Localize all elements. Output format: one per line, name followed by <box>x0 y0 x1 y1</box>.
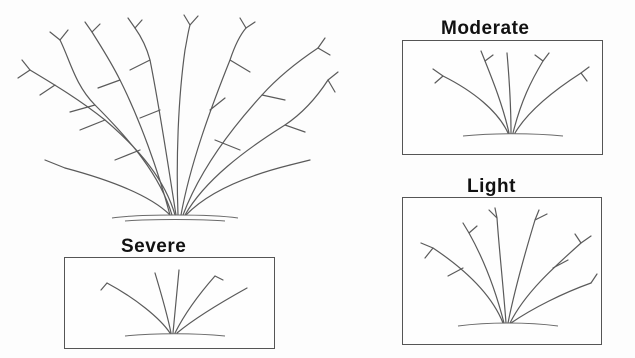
light-shrub-illustration <box>403 198 603 346</box>
severe-label: Severe <box>121 236 186 258</box>
moderate-label: Moderate <box>441 18 529 40</box>
light-panel <box>402 197 602 345</box>
moderate-panel <box>402 40 603 155</box>
severe-panel <box>64 257 275 349</box>
light-label: Light <box>467 176 516 198</box>
severe-shrub-illustration <box>65 258 276 350</box>
moderate-shrub-illustration <box>403 41 604 156</box>
